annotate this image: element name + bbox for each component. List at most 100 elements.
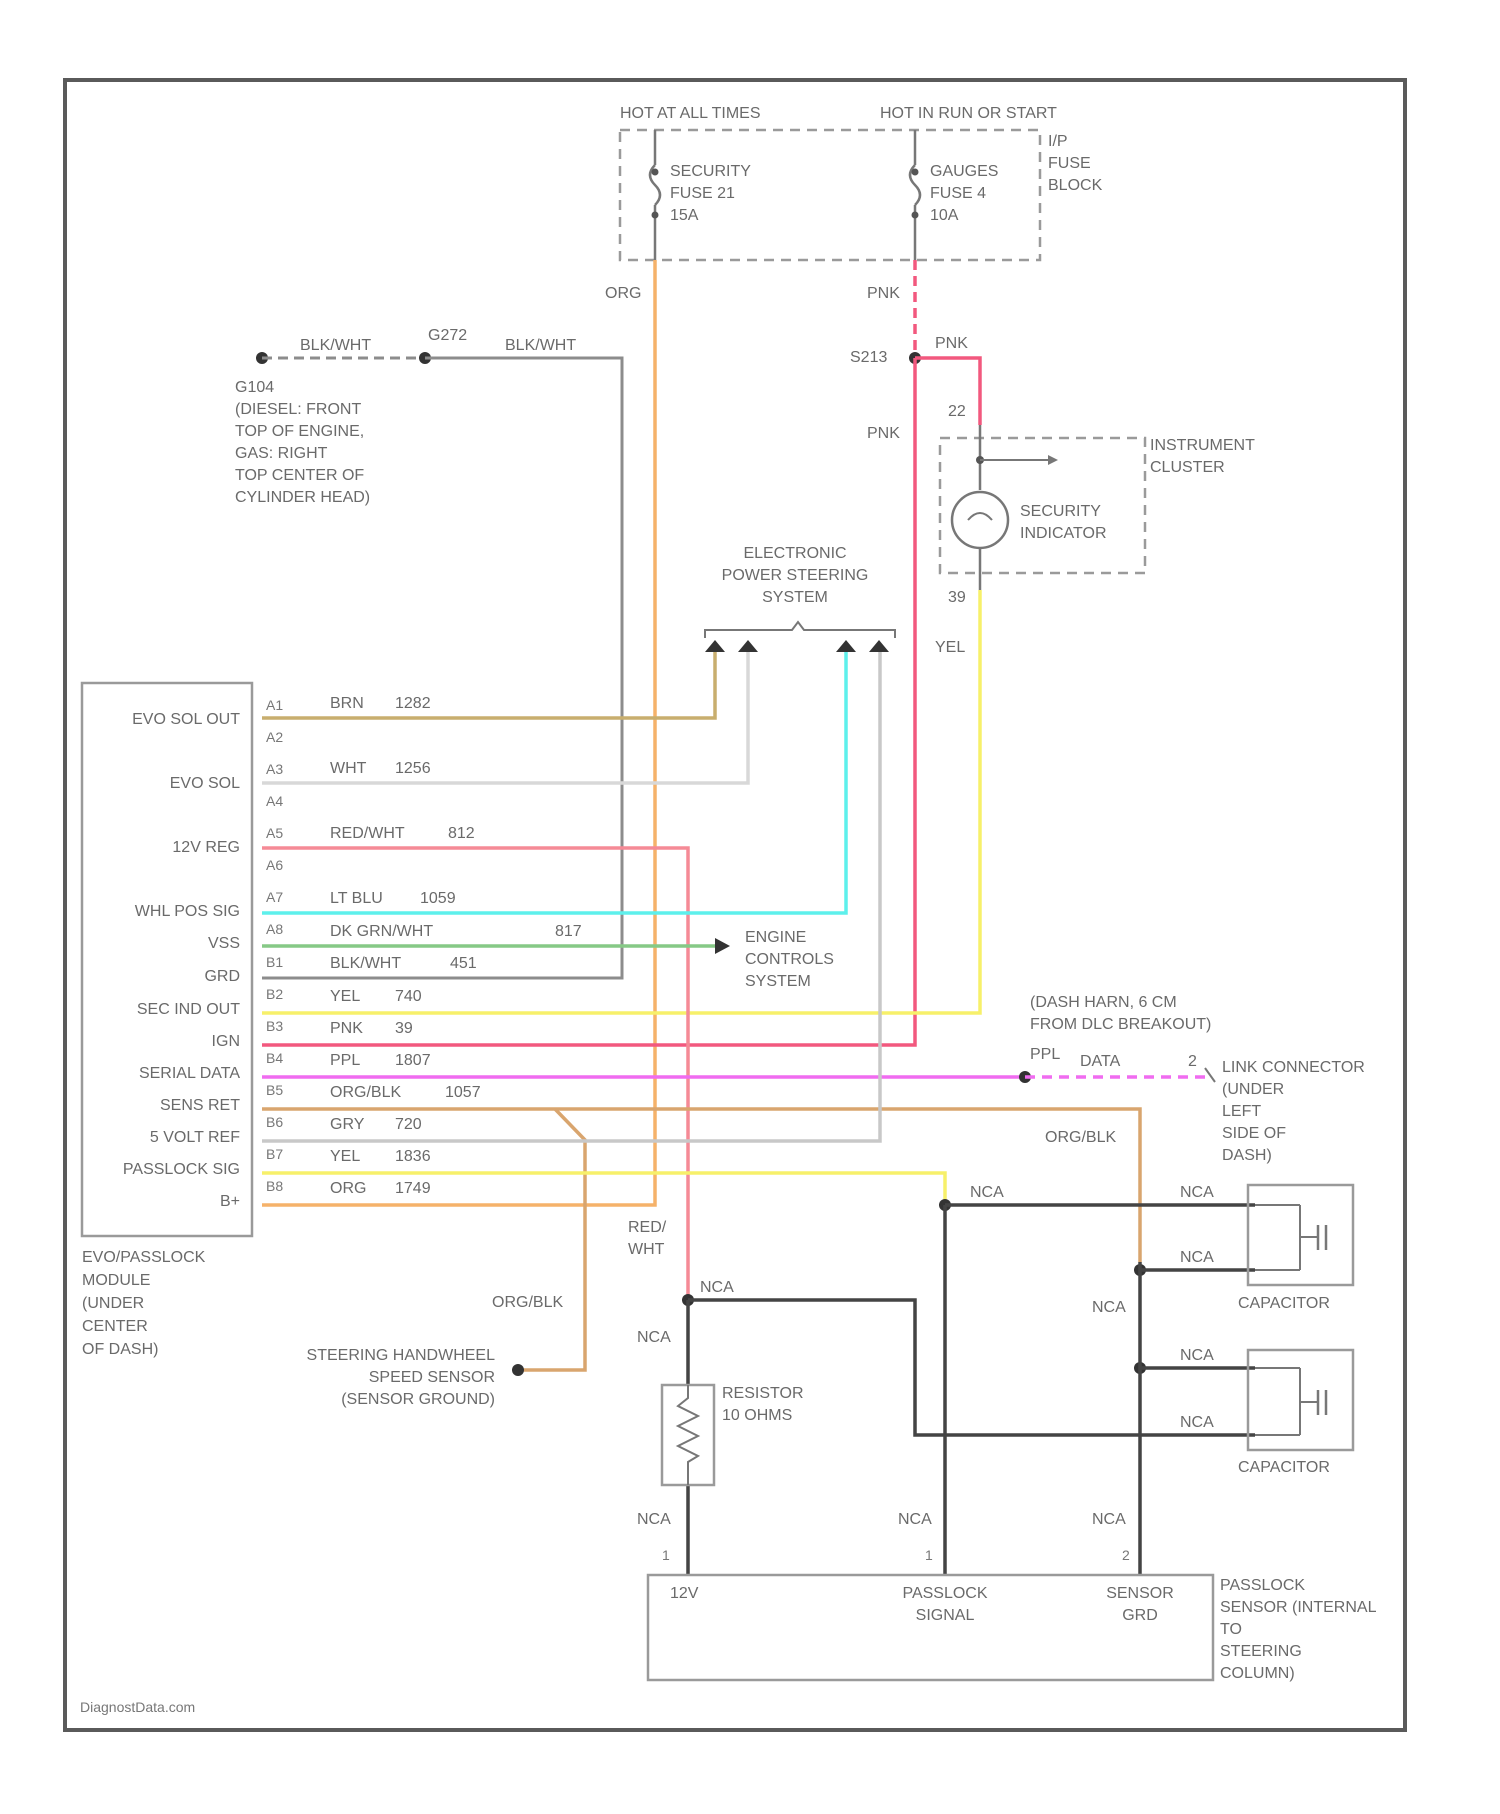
wire-circuit-1057: 1057: [445, 1084, 481, 1101]
splice-g272-label: G272: [428, 327, 467, 344]
module-name-3: (UNDER: [82, 1295, 144, 1312]
wire-circuit-1749: 1749: [395, 1180, 431, 1197]
pin-b1: B1: [266, 954, 283, 970]
dlc-note-2: FROM DLC BREAKOUT): [1030, 1016, 1211, 1033]
ground-line-2: (DIESEL: FRONT: [235, 401, 361, 418]
pin-b8: B8: [266, 1178, 283, 1194]
dlc-note-1: (DASH HARN, 6 CM: [1030, 994, 1177, 1011]
nca-label-5: NCA: [1092, 1299, 1126, 1316]
fuse-block-name-2: FUSE: [1048, 155, 1091, 172]
vss-arrow: [715, 938, 730, 954]
resistor-symbol: [678, 1385, 698, 1485]
diagram-frame: [65, 80, 1405, 1730]
org-blk-sens-ret-wire: [262, 1109, 1140, 1262]
nca-label-7: NCA: [1180, 1347, 1214, 1364]
passlock-sensor-name-2: SENSOR (INTERNAL: [1220, 1599, 1377, 1616]
sensor-pin-1a: 1: [662, 1547, 670, 1563]
splice-s213-label: S213: [850, 349, 887, 366]
wire-circuit-1059: 1059: [420, 890, 456, 907]
dlc-line-3: LEFT: [1222, 1103, 1261, 1120]
cluster-pin-top: 22: [948, 403, 966, 420]
dlc-line-2: (UNDER: [1222, 1081, 1284, 1098]
ecs-line-1: ENGINE: [745, 929, 806, 946]
yel-wire-label: YEL: [935, 639, 965, 656]
wire-label-dk-grn-wht: DK GRN/WHT: [330, 923, 433, 940]
nca-label-8: NCA: [1180, 1414, 1214, 1431]
eps-line-3: SYSTEM: [762, 589, 828, 606]
instrument-cluster: INSTRUMENT CLUSTER 22 SECURITY INDICATOR…: [940, 403, 1255, 606]
nca-label-3: NCA: [1180, 1249, 1214, 1266]
capacitor-1-label: CAPACITOR: [1238, 1295, 1330, 1312]
hot-in-run-label: HOT IN RUN OR START: [880, 105, 1057, 122]
module-name-5: OF DASH): [82, 1341, 158, 1358]
lower-circuit: ORG/BLK ORG/BLK RED/ WHT NCA NCA NCA NCA…: [307, 1129, 1377, 1682]
wire-label-brn: BRN: [330, 695, 364, 712]
wire-circuit-1256: 1256: [395, 760, 431, 777]
fuse-block-name-1: I/P: [1048, 133, 1068, 150]
hot-at-all-times-label: HOT AT ALL TIMES: [620, 105, 761, 122]
wire-label-gry: GRY: [330, 1116, 365, 1133]
pin-label-sec-ind-out: SEC IND OUT: [137, 1001, 240, 1018]
sensor-pin-2: 2: [1122, 1547, 1130, 1563]
pin-b2: B2: [266, 986, 283, 1002]
dlc-data-label: DATA: [1080, 1053, 1121, 1070]
fuse-b-line-1: GAUGES: [930, 163, 998, 180]
ecs-line-2: CONTROLS: [745, 951, 834, 968]
sensor-term-passlock: PASSLOCK: [902, 1585, 987, 1602]
eps-line-1: ELECTRONIC: [743, 545, 846, 562]
nca-label-11: NCA: [1092, 1511, 1126, 1528]
wire-circuit-1282: 1282: [395, 695, 431, 712]
eps-line-2: POWER STEERING: [722, 567, 869, 584]
cluster-title-2: CLUSTER: [1150, 459, 1225, 476]
wire-label-org: ORG: [330, 1180, 366, 1197]
ground-line-5: TOP CENTER OF: [235, 467, 364, 484]
pin-a7: A7: [266, 889, 283, 905]
security-indicator-lamp: [952, 492, 1008, 548]
red-wht-12v-reg-wire: [262, 848, 688, 1300]
pin-b4: B4: [266, 1050, 283, 1066]
nca-label-6: NCA: [637, 1329, 671, 1346]
fuse-b-line-3: 10A: [930, 207, 959, 224]
org-blk-speed-sensor-wire: [518, 1109, 585, 1370]
wire-circuit-817: 817: [555, 923, 582, 940]
wire-circuit-39: 39: [395, 1020, 413, 1037]
sensor-term-sensor: SENSOR: [1106, 1585, 1174, 1602]
pin-a8: A8: [266, 921, 283, 937]
red-wht-label-1: RED/: [628, 1219, 667, 1236]
indicator-line-1: SECURITY: [1020, 503, 1101, 520]
passlock-sensor-name-5: COLUMN): [1220, 1665, 1295, 1682]
wire-label-org-blk: ORG/BLK: [330, 1084, 401, 1101]
pin-a6: A6: [266, 857, 283, 873]
eps-system: ELECTRONIC POWER STEERING SYSTEM: [705, 545, 895, 652]
wire-label-red-wht: RED/WHT: [330, 825, 405, 842]
dlc-line-4: SIDE OF: [1222, 1125, 1286, 1142]
wire-circuit-1836: 1836: [395, 1148, 431, 1165]
wire-circuit-451: 451: [450, 955, 477, 972]
pin-label-evo-sol: EVO SOL: [170, 775, 240, 792]
ground-line-1: G104: [235, 379, 274, 396]
pin-b5: B5: [266, 1082, 283, 1098]
pin-b6: B6: [266, 1114, 283, 1130]
dlc-wire-label: PPL: [1030, 1046, 1060, 1063]
fuse-b-line-2: FUSE 4: [930, 185, 986, 202]
org-wire-label: ORG: [605, 285, 641, 302]
nca-label-10: NCA: [898, 1511, 932, 1528]
pin-label-ign: IGN: [212, 1033, 240, 1050]
wire-label-blk-wht: BLK/WHT: [330, 955, 401, 972]
wire-circuit-720: 720: [395, 1116, 422, 1133]
wire-label-pnk: PNK: [330, 1020, 363, 1037]
passlock-sensor-name-3: TO: [1220, 1621, 1242, 1638]
pin-label-serial-data: SERIAL DATA: [139, 1065, 240, 1082]
wire-label-yel-b7: YEL: [330, 1148, 360, 1165]
wire-label-yel: YEL: [330, 988, 360, 1005]
speed-sensor-line-3: (SENSOR GROUND): [341, 1391, 495, 1408]
nca-label-4: NCA: [700, 1279, 734, 1296]
pin-a4: A4: [266, 793, 283, 809]
sensor-term-12v: 12V: [670, 1585, 699, 1602]
cluster-title-1: INSTRUMENT: [1150, 437, 1255, 454]
pnk-label-b: PNK: [935, 335, 968, 352]
resistor-label-1: RESISTOR: [722, 1385, 804, 1402]
pin-a1: A1: [266, 697, 283, 713]
pin-label-sens-ret: SENS RET: [160, 1097, 240, 1114]
evo-passlock-module: EVO SOL OUT EVO SOL 12V REG WHL POS SIG …: [82, 683, 283, 1358]
